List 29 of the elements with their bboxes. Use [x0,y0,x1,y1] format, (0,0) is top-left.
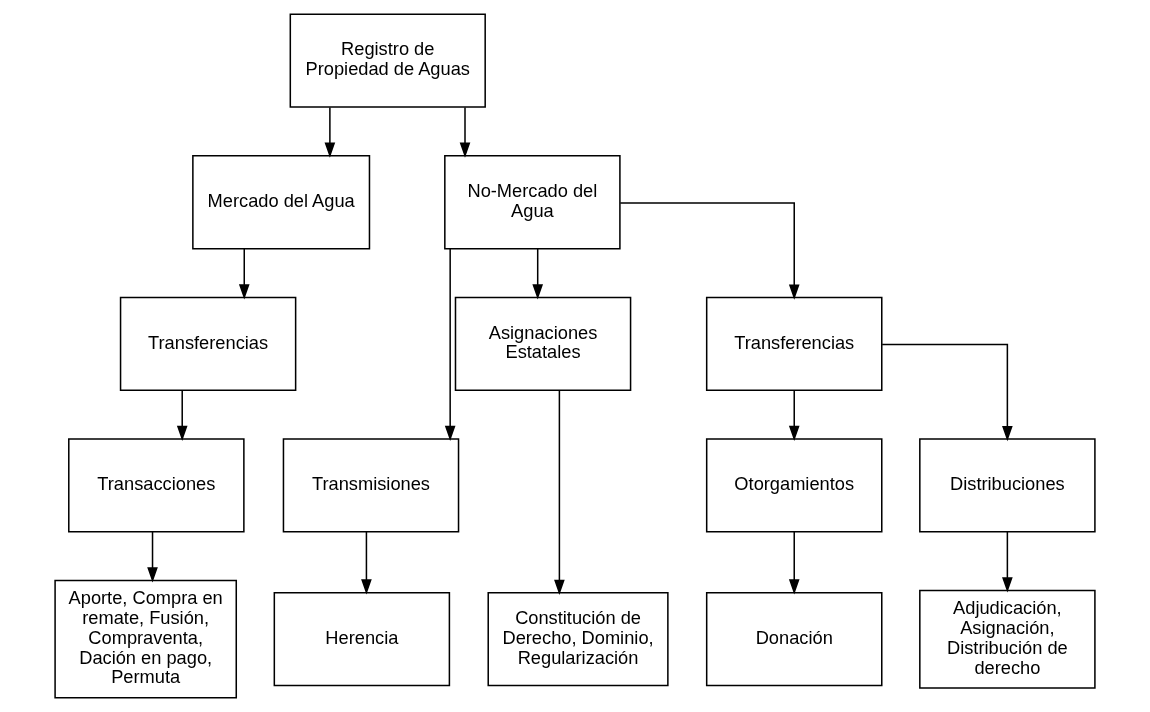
node-box: Transferencias [119,296,297,391]
arrow [361,531,372,595]
arrow [238,248,250,300]
arrow [147,531,158,583]
node-box: Transacciones [68,438,245,533]
arrow [788,389,800,441]
node-box: Otorgamientos [705,438,883,533]
node-box: Donación [705,592,883,687]
arrow [444,248,456,441]
arrow [788,531,800,595]
arrow [881,343,1013,442]
node-box: Constitución de Derecho, Dominio, Regularización [487,592,669,687]
node-box: No-Mercado del Agua [444,155,621,250]
node-box: Adjudicación, Asignación, Distribución de derecho [919,589,1096,689]
arrow [1002,531,1013,593]
arrow [459,106,471,158]
arrow [554,389,565,595]
arrow [176,389,188,441]
node-box: Herencia [273,592,451,687]
arrow [619,202,800,300]
node-box: Mercado del Agua [192,155,371,250]
node-box: Distribuciones [919,438,1096,533]
node-box: Transferencias [705,296,883,391]
node-box: Registro de Propiedad de Aguas [289,13,486,108]
node-box: Transmisiones [282,438,460,533]
arrow [324,106,336,158]
node-box: Aporte, Compra en remate, Fusión, Compraventa, Dación en pago, Permuta [54,579,237,699]
node-box: Asignaciones Estatales [454,296,632,391]
arrow [532,248,544,300]
